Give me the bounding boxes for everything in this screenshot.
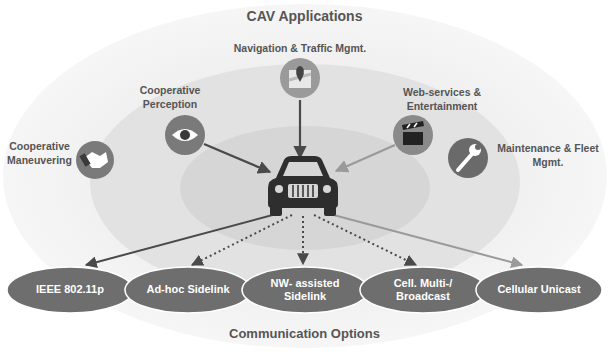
application-label: Cooperative Maneuvering — [3, 140, 76, 167]
application-node: Cooperative Perception — [165, 115, 205, 155]
option-ellipse: Cellular Unicast — [475, 266, 603, 314]
option-ellipse: Ad-hoc Sidelink — [124, 266, 252, 314]
application-label: Navigation & Traffic Mgmt. — [200, 42, 400, 56]
diagram-title: CAV Applications — [0, 8, 609, 24]
application-node: Maintenance & Fleet Mgmt. — [448, 138, 488, 178]
ellipse-shape — [241, 266, 369, 314]
application-node: Cooperative Maneuvering — [76, 141, 114, 179]
option-ellipse: Cell. Multi-/ Broadcast — [359, 266, 487, 314]
car-icon — [268, 156, 338, 216]
option-label: IEEE 802.11p — [26, 283, 114, 296]
section-label: Communication Options — [0, 326, 609, 341]
application-node: Navigation & Traffic Mgmt. — [280, 58, 320, 98]
option-label: Cellular Unicast — [495, 283, 583, 296]
option-label: Cell. Multi-/ Broadcast — [379, 277, 467, 303]
option-label: NW- assisted Sidelink — [261, 277, 349, 303]
app-icons — [76, 58, 488, 179]
application-node: Web-services & Entertainment — [393, 115, 433, 155]
application-label: Cooperative Perception — [128, 84, 212, 111]
application-label: Web-services & Entertainment — [390, 86, 494, 113]
option-ellipse: IEEE 802.11p — [6, 266, 134, 314]
option-label: Ad-hoc Sidelink — [144, 283, 232, 296]
option-ellipse: NW- assisted Sidelink — [241, 266, 369, 314]
ellipse-shape — [359, 266, 487, 314]
application-label: Maintenance & Fleet Mgmt. — [494, 142, 602, 169]
